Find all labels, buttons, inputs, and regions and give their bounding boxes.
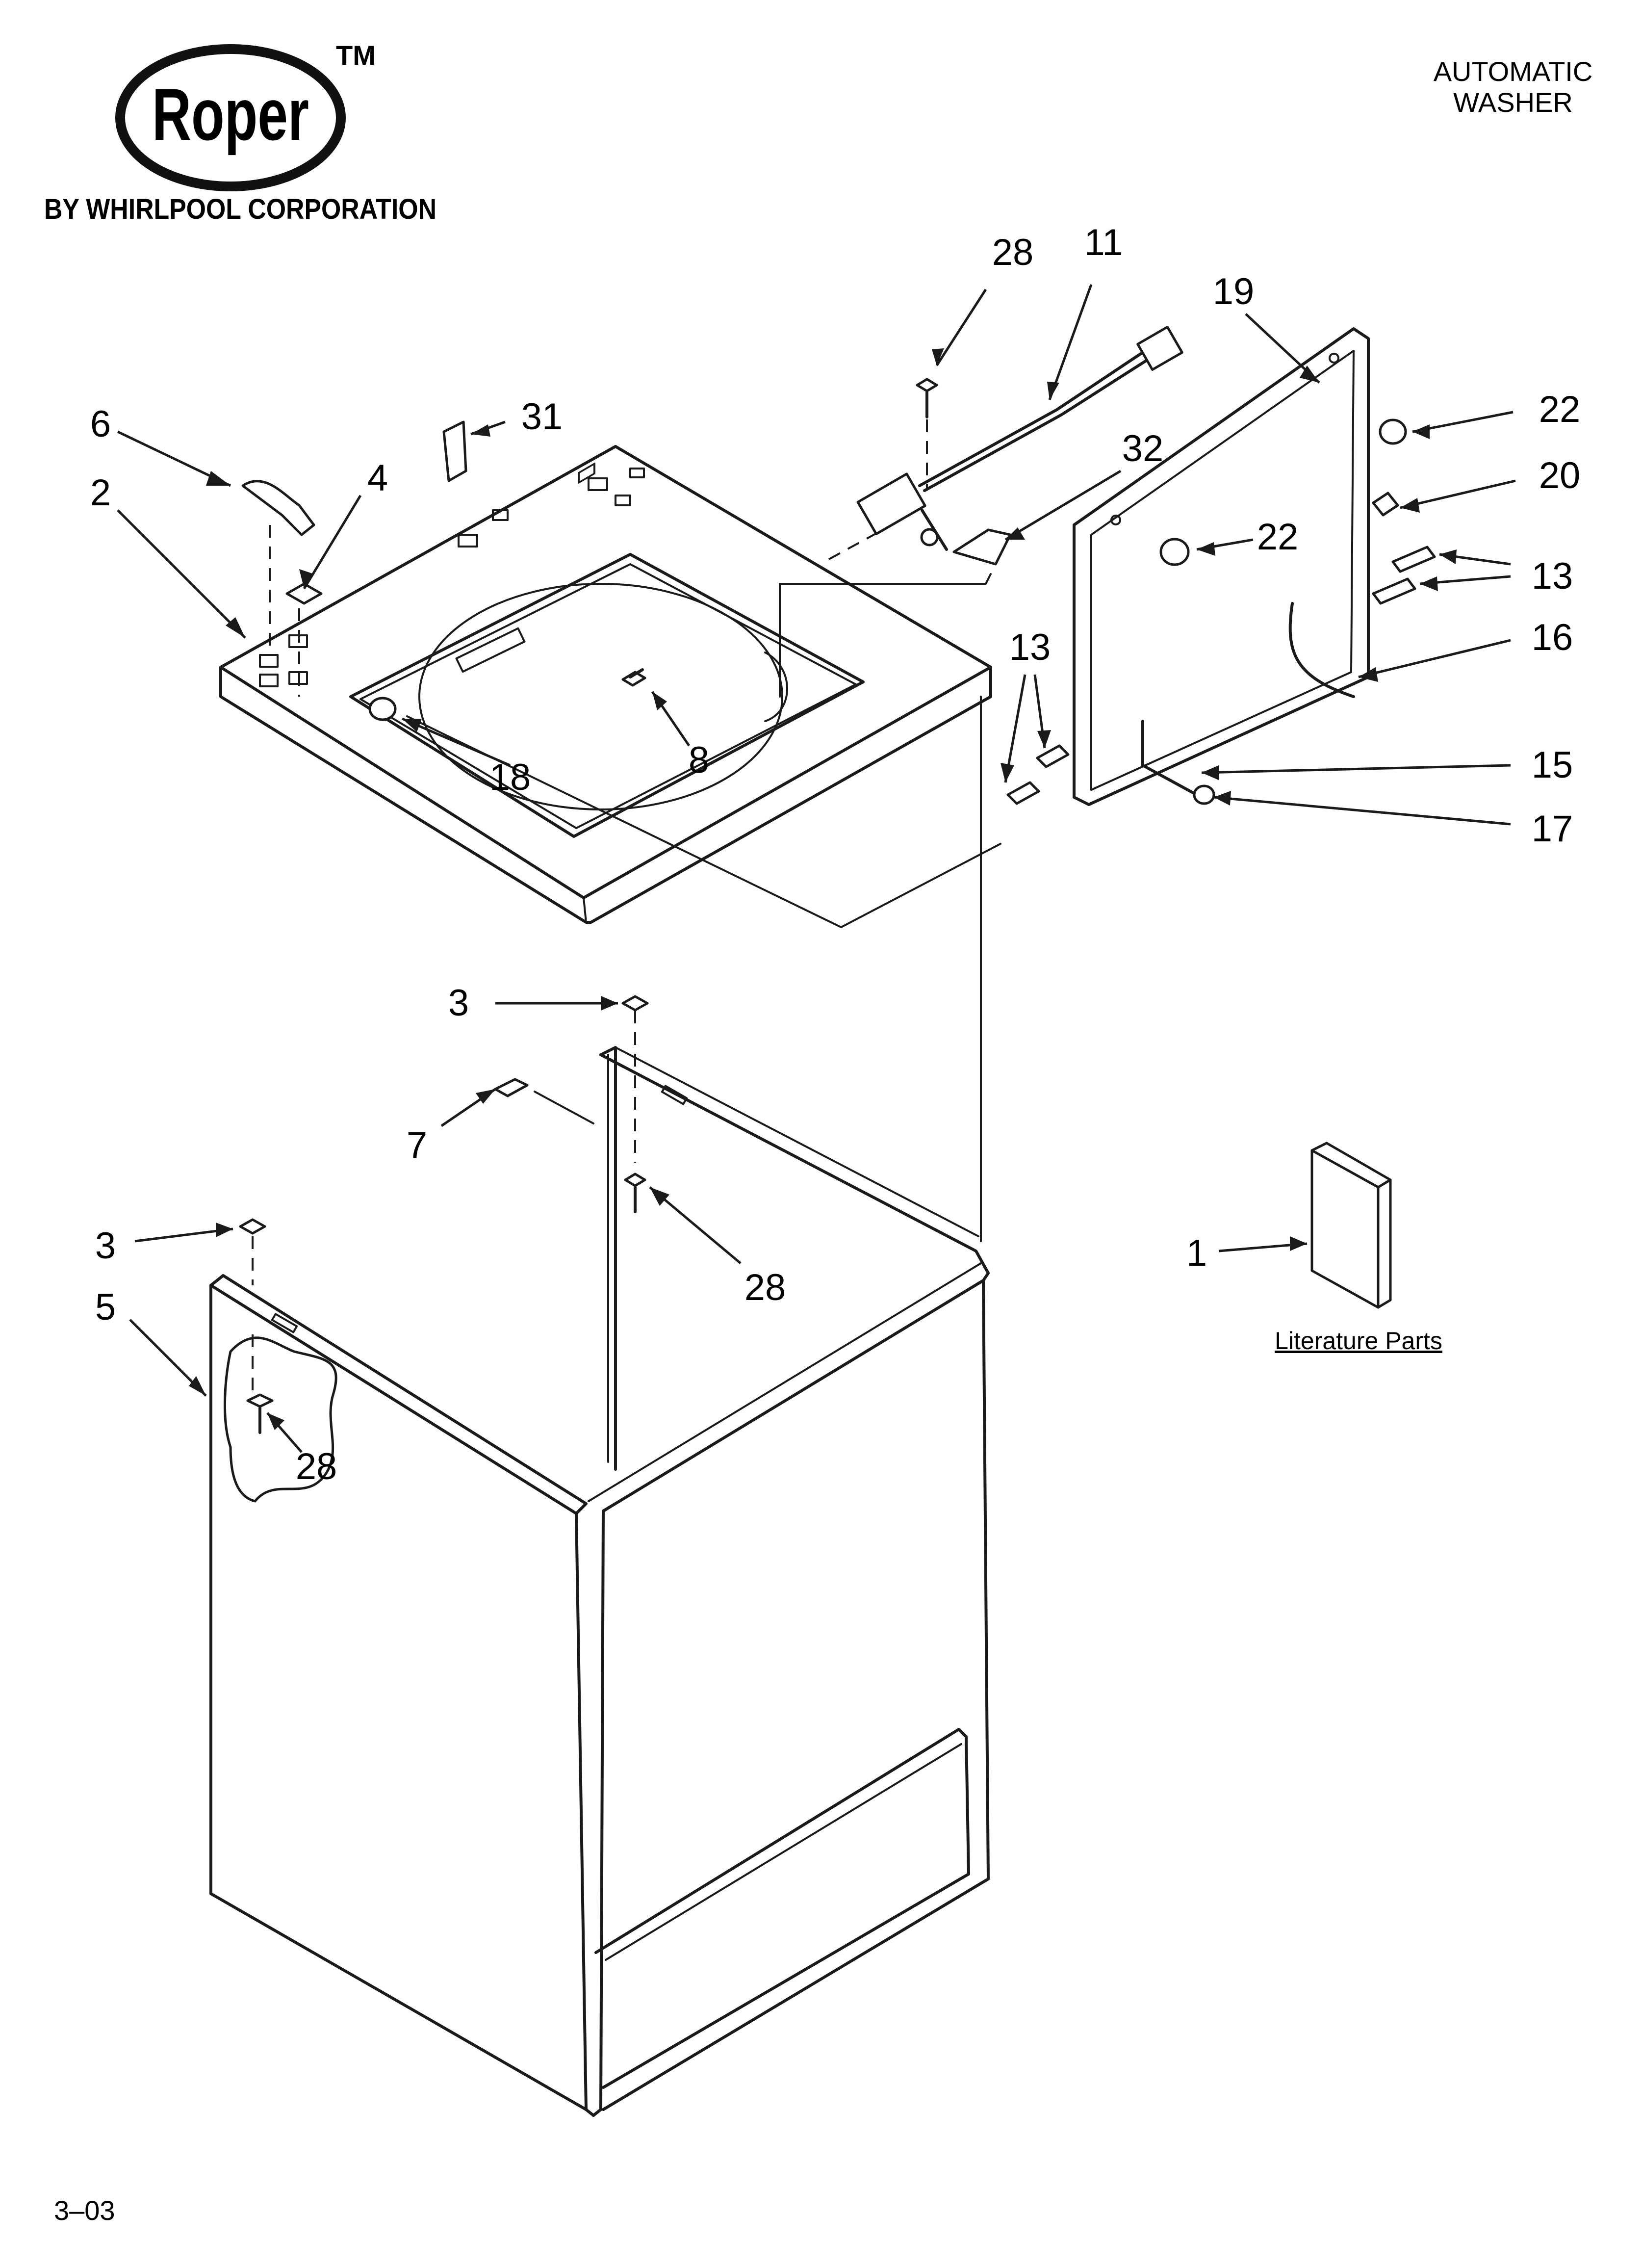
console-frame xyxy=(1073,327,1370,806)
clip-3-left xyxy=(239,1218,266,1235)
hose-15 xyxy=(1141,720,1198,796)
screw-8 xyxy=(621,668,646,687)
callout-13-right: 13 xyxy=(1532,555,1573,597)
screw-28-top xyxy=(916,378,938,418)
leader-lines xyxy=(117,284,1516,1453)
product-title-line2: WASHER xyxy=(1453,87,1573,118)
screw-28-low xyxy=(246,1393,274,1434)
callout-7: 7 xyxy=(407,1124,427,1166)
callout-22: 22 xyxy=(1539,389,1581,430)
screws-13-right xyxy=(1372,546,1436,605)
callout-5: 5 xyxy=(95,1286,116,1328)
callout-20: 20 xyxy=(1539,455,1581,496)
callout-16: 16 xyxy=(1532,617,1573,658)
callout-4: 4 xyxy=(367,457,388,499)
screw-7 xyxy=(494,1078,594,1124)
callout-13-left: 13 xyxy=(1009,626,1051,668)
cabinet-assembly xyxy=(209,1046,990,2117)
top-lid-assembly xyxy=(219,445,1001,928)
switch-20 xyxy=(1372,492,1399,517)
callout-28: 28 xyxy=(992,232,1034,273)
callout-labels: 28 11 19 22 20 6 31 4 2 32 22 13 13 16 8… xyxy=(90,222,1580,1487)
arrowheads xyxy=(189,348,1457,1430)
literature-parts: Literature Parts xyxy=(1275,1142,1442,1355)
callout-18: 18 xyxy=(489,756,531,798)
screw-28-mid xyxy=(624,1173,646,1213)
trademark-mark: TM xyxy=(336,40,376,71)
button-22-top xyxy=(1379,418,1407,445)
callout-28-low: 28 xyxy=(296,1446,337,1487)
callout-32: 32 xyxy=(1122,428,1164,469)
callout-11: 11 xyxy=(1084,222,1123,263)
button-22-mid xyxy=(1159,538,1190,566)
callout-8: 8 xyxy=(689,739,709,781)
callout-6: 6 xyxy=(90,403,111,445)
callout-28-mid: 28 xyxy=(744,1267,786,1308)
callout-22-mid: 22 xyxy=(1257,516,1299,558)
bracket-31 xyxy=(442,420,467,482)
page-code: 3–03 xyxy=(54,2195,115,2226)
clip-3-top xyxy=(621,995,649,1012)
screws-13-left xyxy=(1006,744,1070,805)
callout-2: 2 xyxy=(90,472,111,514)
product-title-line1: AUTOMATIC xyxy=(1434,56,1593,87)
logo-wordmark: Roper xyxy=(152,73,309,156)
hose-16 xyxy=(1288,602,1355,698)
callout-3-left: 3 xyxy=(95,1225,116,1267)
callout-15: 15 xyxy=(1532,744,1573,786)
clip-32 xyxy=(952,528,1012,566)
clip-6 xyxy=(241,480,315,536)
wire-harness-11 xyxy=(856,326,1183,551)
callout-19: 19 xyxy=(1213,271,1255,313)
callout-3-top: 3 xyxy=(448,982,469,1024)
callout-31: 31 xyxy=(521,396,563,438)
literature-parts-label: Literature Parts xyxy=(1275,1327,1442,1355)
roper-logo: Roper TM xyxy=(115,40,376,191)
clip-4 xyxy=(285,582,323,605)
manufacturer-byline: BY WHIRLPOOL CORPORATION xyxy=(44,193,436,225)
callout-1: 1 xyxy=(1186,1232,1207,1274)
callout-17: 17 xyxy=(1532,808,1573,850)
cap-17 xyxy=(1193,784,1215,805)
